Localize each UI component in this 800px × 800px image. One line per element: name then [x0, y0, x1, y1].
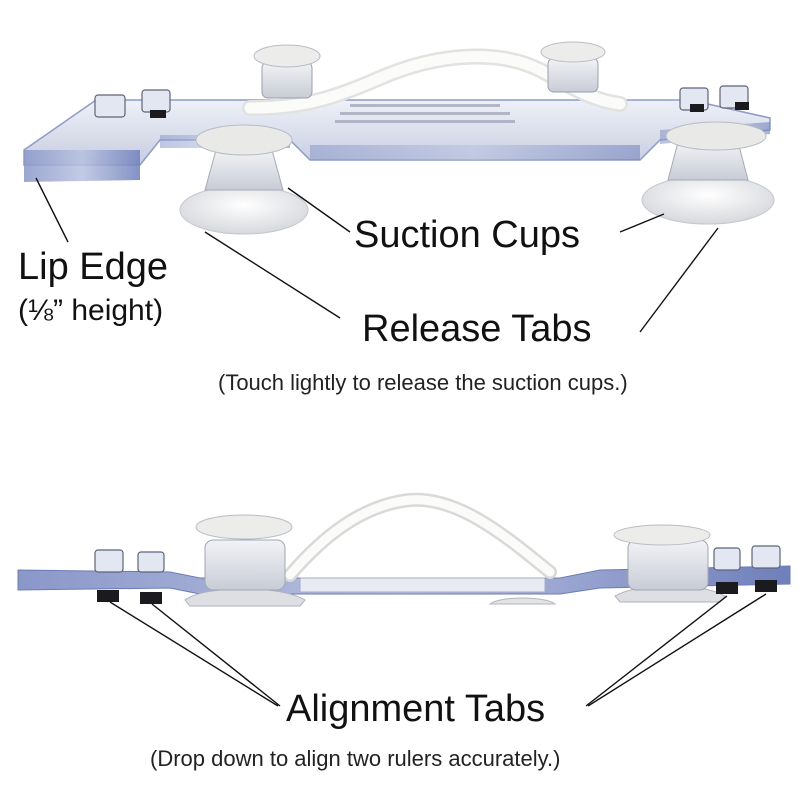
lip-edge-front	[24, 150, 140, 182]
lip-edge-label: Lip Edge	[18, 246, 169, 288]
top-leader-lines	[35, 177, 719, 333]
top-back-knob-left	[253, 44, 321, 99]
bottom-ruler-view	[17, 492, 791, 607]
engraved-text	[335, 104, 515, 123]
suction-cups-label: Suction Cups	[354, 214, 581, 256]
bottom-suction-cup-right	[613, 524, 726, 603]
release-note: (Touch lightly to release the suction cu…	[218, 370, 628, 395]
top-suction-cup-right	[641, 121, 775, 225]
top-ruler-view	[23, 41, 775, 235]
top-suction-cup-left	[179, 124, 309, 235]
bottom-suction-cup-left	[184, 514, 306, 607]
alignment-tabs-label: Alignment Tabs	[286, 688, 546, 730]
alignment-tab-marks	[97, 580, 777, 604]
bottom-center-foot	[488, 597, 557, 605]
top-back-knob-right	[540, 41, 606, 93]
bottom-alignment-blocks	[94, 545, 781, 573]
release-tabs-label: Release Tabs	[362, 308, 592, 350]
lip-height-label: (⅛” height)	[18, 294, 164, 327]
bottom-leader-lines	[109, 593, 767, 707]
alignment-note: (Drop down to align two rulers accuratel…	[150, 746, 561, 771]
